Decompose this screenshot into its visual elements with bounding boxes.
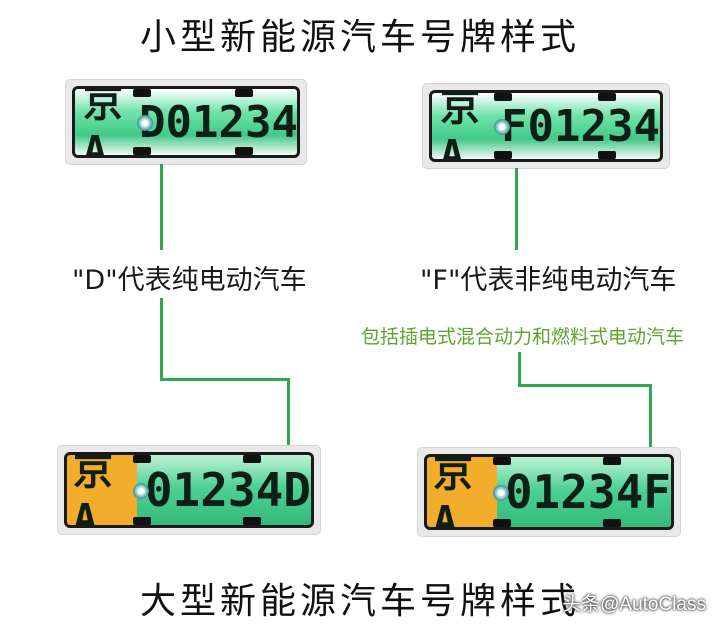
large-plate-f: 京A 01234F [424, 454, 674, 530]
connector-line [515, 168, 518, 250]
small-plate-d: 京A D01234 [72, 86, 300, 158]
large-plate-f-frame: 京A 01234F [418, 448, 680, 536]
rivet [235, 147, 253, 155]
rivet [603, 519, 621, 527]
small-plate-f: 京A F01234 [429, 90, 663, 162]
plate-serial: D01234 [139, 96, 298, 148]
plate-serial: 01234F [504, 465, 671, 519]
rivet [243, 455, 261, 463]
plate-green-section [137, 455, 311, 525]
rivet [133, 89, 151, 97]
small-plate-d-frame: 京A D01234 [66, 80, 306, 164]
label-f-note: 包括插电式混合动力和燃料式电动汽车 [361, 326, 685, 348]
rivet [133, 147, 151, 155]
rivet [603, 457, 621, 465]
connector-line [160, 378, 290, 381]
rivet [133, 455, 151, 463]
small-plate-f-frame: 京A F01234 [423, 84, 669, 168]
watermark: 头条@AutoClass [562, 594, 706, 615]
plate-serial: F01234 [501, 100, 660, 152]
connector-line [518, 352, 521, 386]
rivet [494, 151, 512, 159]
rivet [598, 93, 616, 101]
plate-separator-dot [137, 115, 153, 131]
plate-separator-dot [493, 485, 509, 501]
rivet [493, 457, 511, 465]
plate-serial: 01234D [144, 463, 311, 517]
plate-province: 京A [440, 90, 480, 162]
rivet [133, 517, 151, 525]
large-plate-d: 京A 01234D [64, 452, 314, 528]
rivet [598, 151, 616, 159]
label-f-meaning: "F"代表非纯电动汽车 [420, 265, 677, 296]
plate-province: 京A [83, 86, 123, 158]
title-small-plate: 小型新能源汽车号牌样式 [139, 17, 580, 58]
connector-line [160, 298, 163, 380]
connector-line [287, 378, 290, 452]
plate-green-section [497, 457, 671, 527]
title-large-plate: 大型新能源汽车号牌样式 [139, 581, 580, 622]
rivet [494, 93, 512, 101]
connector-line [160, 164, 163, 250]
plate-province: 京A [433, 454, 473, 530]
connector-line [649, 384, 652, 454]
plate-separator-dot [133, 483, 149, 499]
rivet [243, 517, 261, 525]
connector-line [518, 384, 652, 387]
plate-province: 京A [73, 452, 113, 528]
large-plate-d-frame: 京A 01234D [58, 446, 320, 534]
label-d-meaning: "D"代表纯电动汽车 [72, 265, 307, 296]
rivet [235, 89, 253, 97]
plate-separator-dot [494, 119, 510, 135]
rivet [493, 519, 511, 527]
